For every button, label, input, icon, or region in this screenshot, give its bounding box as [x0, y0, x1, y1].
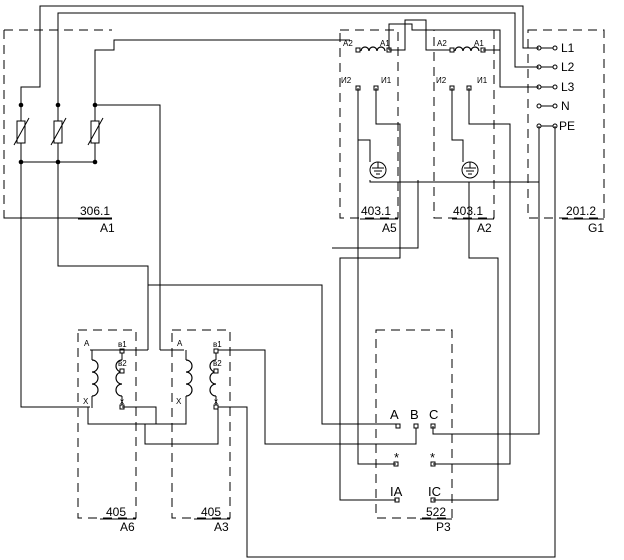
block-a6: 405 A6 A в1 в2 X x — [77, 329, 137, 534]
supply-terminal-strip: L1 L2 L3 N PE — [536, 41, 575, 133]
block-g1: 201.2 G1 L1 L2 L3 N PE — [527, 29, 605, 235]
svg-text:IA: IA — [390, 484, 403, 499]
svg-text:в2: в2 — [213, 359, 222, 368]
svg-text:A: A — [390, 407, 399, 422]
block-g1-code: 201.2 — [566, 204, 596, 218]
terminal-pe: PE — [559, 119, 575, 133]
svg-text:*: * — [394, 450, 399, 465]
block-g1-ref: G1 — [588, 221, 604, 235]
svg-text:в1: в1 — [213, 340, 222, 349]
svg-text:И2: И2 — [341, 76, 352, 85]
block-a3-code: 405 — [201, 505, 221, 519]
block-a2-ref: A2 — [477, 221, 492, 235]
terminal-l2: L2 — [561, 60, 575, 74]
block-p3-ref: P3 — [436, 520, 451, 534]
svg-text:IC: IC — [428, 484, 441, 499]
svg-text:И2: И2 — [436, 76, 447, 85]
wiring — [20, 5, 556, 558]
terminal-l3: L3 — [561, 80, 575, 94]
svg-text:A1: A1 — [380, 39, 390, 48]
ground-icon — [369, 161, 387, 179]
svg-text:A2: A2 — [437, 39, 447, 48]
svg-text:A1: A1 — [474, 39, 484, 48]
block-a3: 405 A3 A в1 в2 X x — [171, 329, 231, 534]
block-a6-ref: A6 — [120, 520, 135, 534]
svg-text:X: X — [83, 397, 89, 406]
block-a2: 403.1 A2 A2 A1 И2 И1 — [433, 29, 495, 235]
svg-text:И1: И1 — [381, 76, 392, 85]
svg-text:A: A — [177, 339, 183, 348]
svg-text:в2: в2 — [118, 359, 127, 368]
svg-text:A: A — [84, 339, 90, 348]
terminal-l1: L1 — [561, 41, 575, 55]
block-a1: 306.1 A1 — [3, 29, 115, 235]
block-a1-ref: A1 — [100, 221, 115, 235]
svg-text:B: B — [410, 407, 419, 422]
block-a5-code: 403.1 — [361, 204, 391, 218]
block-a5: 403.1 A5 A2 A1 И2 И1 — [339, 29, 399, 235]
block-p3-code: 522 — [426, 505, 446, 519]
ground-icon — [461, 161, 479, 179]
block-p3: 522 P3 A B C * * IA IC — [375, 329, 453, 534]
svg-text:в1: в1 — [118, 340, 127, 349]
block-a5-ref: A5 — [382, 221, 397, 235]
terminal-n: N — [561, 99, 570, 113]
block-a3-ref: A3 — [214, 520, 229, 534]
svg-text:A2: A2 — [343, 39, 353, 48]
svg-text:И1: И1 — [477, 76, 488, 85]
svg-text:C: C — [429, 407, 438, 422]
block-a6-code: 405 — [106, 505, 126, 519]
svg-text:*: * — [430, 450, 435, 465]
block-a1-code: 306.1 — [80, 204, 110, 218]
svg-text:X: X — [176, 397, 182, 406]
block-a2-code: 403.1 — [453, 204, 483, 218]
